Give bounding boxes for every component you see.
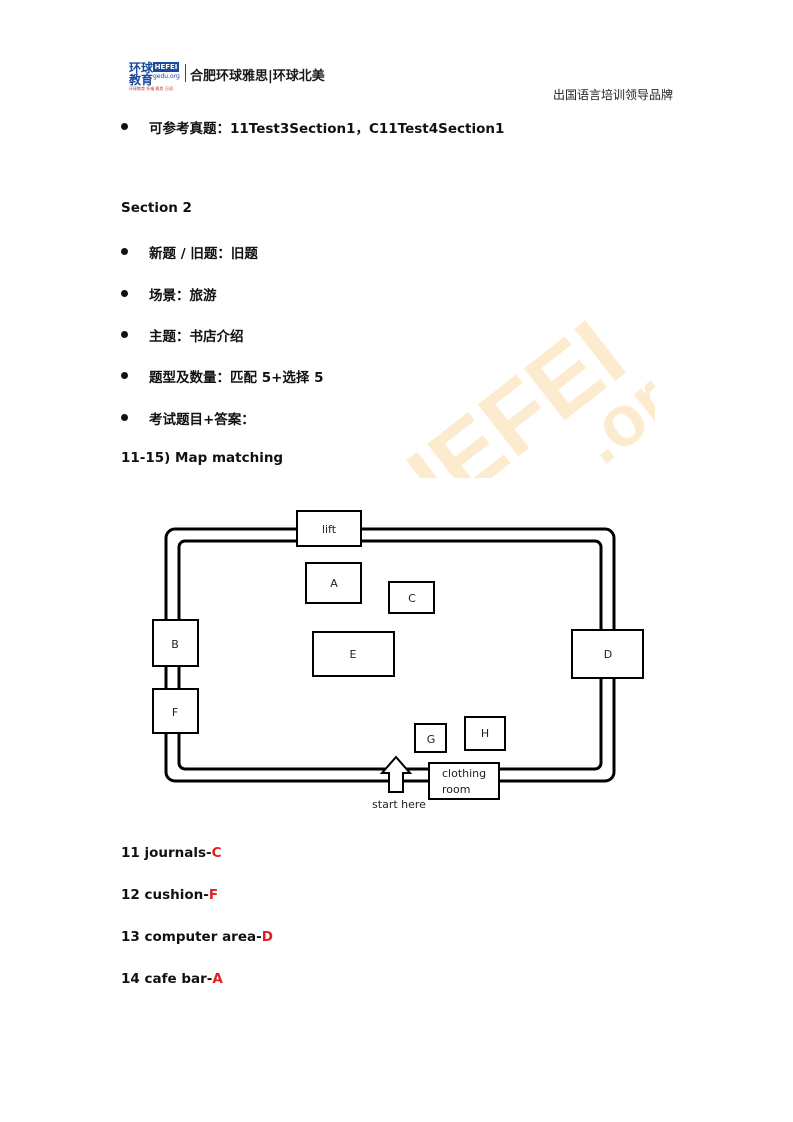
map-clothing-room [428,762,500,800]
label-f: F [172,706,178,719]
start-arrow-icon [379,755,413,793]
header-slogan: 出国语言培训领导品牌 [553,88,674,102]
label-a: A [330,577,338,590]
bullet-icon [121,290,128,297]
label-clothing: clothing [442,767,486,780]
bullet-icon [121,123,128,130]
bullet-icon [121,248,128,255]
bullet-item: 新题 / 旧题：旧题 [121,242,258,262]
section-title: Section 2 [121,200,192,216]
bullet-text: 主题：书店介绍 [149,329,244,345]
answer-line: 12 cushion-F [121,887,218,903]
bullet-icon [121,372,128,379]
bullet-item: 场景：旅游 [121,284,217,304]
answer-value: A [212,971,223,987]
answer-question: 14 cafe bar- [121,971,213,987]
map-box-e [312,631,395,677]
answer-value: F [208,887,219,903]
brand-text: 合肥环球雅思|环球北美 [190,69,325,84]
logo-tagline: 环球教育 托福 雅思 日语 [129,86,173,91]
logo-badge: HEFEI [153,62,179,72]
logo-chinese: 环球教育 [129,61,154,87]
bullet-icon [121,414,128,421]
bullet-text: 题型及数量：匹配 5+选择 5 [149,370,324,386]
bullet-text: 新题 / 旧题：旧题 [149,246,258,262]
map-lift [296,510,362,547]
answer-question: 11 journals- [121,845,212,861]
map-box-b [152,619,199,667]
bullet-item: 题型及数量：匹配 5+选择 5 [121,366,324,386]
answer-value: D [261,929,273,945]
answer-line: 11 journals-C [121,845,222,861]
label-start: start here [372,798,426,811]
reference-line: 可参考真题：11Test3Section1，C11Test4Section1 [121,117,505,137]
bullet-text: 场景：旅游 [149,288,217,304]
bullet-text: 考试题目+答案： [149,412,255,428]
map-box-c [388,581,435,614]
label-c: C [408,592,416,605]
question-heading: 11-15) Map matching [121,450,284,466]
label-room: room [442,783,470,796]
label-lift: lift [322,523,337,536]
map-box-g [414,723,447,753]
map-box-h [464,716,506,751]
watermark: HEFEI .org [355,318,655,478]
label-e: E [350,648,357,661]
answer-value: C [211,845,222,861]
label-b: B [171,638,179,651]
bullet-item: 考试题目+答案： [121,408,255,428]
label-g: G [427,733,436,746]
answer-line: 14 cafe bar-A [121,971,223,987]
bullet-icon [121,331,128,338]
answer-question: 12 cushion- [121,887,209,903]
logo-divider [185,64,186,82]
reference-text: 可参考真题：11Test3Section1，C11Test4Section1 [149,121,505,137]
answer-line: 13 computer area-D [121,929,273,945]
map-box-a [305,562,362,604]
map-box-f [152,688,199,734]
label-h: H [481,727,489,740]
label-d: D [604,648,612,661]
answer-question: 13 computer area- [121,929,262,945]
bullet-item: 主题：书店介绍 [121,325,244,345]
logo-url: gedu.org [153,73,180,80]
map-box-d [571,629,644,679]
